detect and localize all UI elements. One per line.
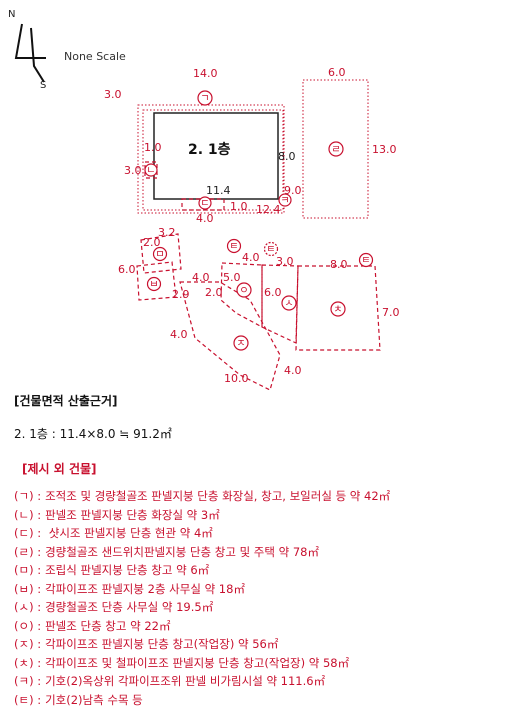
legend-item-text: 각파이프조 판넬지붕 2층 사무실 약 18㎡ (45, 582, 245, 596)
building-label: 2. 1층 (188, 142, 231, 158)
dim-b-left: 6.0 (118, 263, 136, 276)
dim-g-left: 3.0 (104, 88, 122, 101)
dim-g-side: 1.0 (144, 141, 162, 154)
dim-j-left: 4.0 (170, 328, 188, 341)
legend-item-key: (ㄷ) : (14, 526, 41, 540)
legend-item: (ㄷ) : 샷시조 판넬지붕 단층 현관 약 4㎡ (14, 524, 494, 543)
legend-item: (ㅂ) : 각파이프조 판넬지붕 2층 사무실 약 18㎡ (14, 580, 494, 599)
legend-item: (ㅈ) : 각파이프조 판넬지붕 단층 창고(작업장) 약 56㎡ (14, 635, 494, 654)
dim-j-bottom: 10.0 (224, 372, 249, 385)
marker-t-3-label: ㅌ (361, 256, 370, 267)
dim-j-top: 4.0 (192, 271, 210, 284)
legend-item-text: 각파이프조 및 철파이프조 판넬지붕 단층 창고(작업장) 약 58㎡ (45, 656, 349, 670)
legend-item-key: (ㄱ) : (14, 489, 41, 503)
scale-note: None Scale (64, 50, 126, 63)
legend-items: (ㄱ) : 조적조 및 경량철골조 판넬지붕 단층 화장실, 창고, 보일러실 등… (14, 487, 494, 709)
legend-heading-2: [제시 외 건물] (22, 460, 494, 477)
site-diagram: N S None Scale 14.0 3.0 1.0 ㄱ 2. 1층 11.4… (0, 0, 507, 390)
marker-b-label: ㅂ (149, 280, 158, 291)
legend-item-text: 판넬조 판넬지붕 단층 화장실 약 3㎡ (45, 508, 220, 522)
legend-item-key: (ㅁ) : (14, 563, 41, 577)
north-arrow-icon: N S (8, 9, 46, 91)
compass-south-label: S (40, 80, 46, 91)
dim-r-height: 13.0 (372, 143, 397, 156)
marker-ch-label: ㅊ (333, 305, 342, 316)
dim-m-left: 2.0 (143, 236, 161, 249)
building-height: 8.0 (278, 150, 296, 163)
marker-s-label: ㅅ (284, 299, 293, 310)
legend-item-text: 판넬조 단층 창고 약 22㎡ (45, 619, 170, 633)
dim-d-right: 1.0 (230, 200, 248, 213)
marker-j-lower-label: ㅈ (236, 339, 245, 350)
legend: [건물면적 산출근거] 2. 1층 : 11.4×8.0 ≒ 91.2㎡ [제시… (14, 392, 494, 709)
legend-item-key: (ㅈ) : (14, 637, 41, 651)
marker-k-label: ㅋ (280, 196, 289, 207)
marker-t-2-label: ㅌ (266, 245, 275, 256)
legend-item: (ㄱ) : 조적조 및 경량철골조 판넬지붕 단층 화장실, 창고, 보일러실 등… (14, 487, 494, 506)
legend-item: (ㅋ) : 기호(2)옥상위 각파이프조위 판넬 비가림시설 약 111.6㎡ (14, 672, 494, 691)
marker-r-label: ㄹ (331, 145, 340, 156)
legend-item-text: 기호(2)옥상위 각파이프조위 판넬 비가림시설 약 111.6㎡ (45, 674, 325, 688)
dim-o-left: 2.0 (205, 286, 223, 299)
dim-s-top: 3.0 (276, 255, 294, 268)
legend-item-text: 경량철골조 단층 사무실 약 19.5㎡ (45, 600, 213, 614)
legend-item-key: (ㄴ) : (14, 508, 41, 522)
marker-m-label: ㅁ (155, 250, 164, 261)
legend-item-text: 조립식 판넬지붕 단층 창고 약 6㎡ (45, 563, 209, 577)
compass-north-label: N (8, 9, 15, 20)
legend-item-key: (ㄹ) : (14, 545, 41, 559)
legend-item-text: 각파이프조 판넬지붕 단층 창고(작업장) 약 56㎡ (45, 637, 278, 651)
dim-s-left: 6.0 (264, 286, 282, 299)
legend-item-key: (ㅅ) : (14, 600, 41, 614)
dim-o-top: 5.0 (223, 271, 241, 284)
legend-item: (ㄴ) : 판넬조 판넬지붕 단층 화장실 약 3㎡ (14, 506, 494, 525)
dim-n-left: 3.0 (124, 164, 142, 177)
legend-item-text: 조적조 및 경량철골조 판넬지붕 단층 화장실, 창고, 보일러실 등 약 42… (45, 489, 390, 503)
legend-item: (ㅇ) : 판넬조 단층 창고 약 22㎡ (14, 617, 494, 636)
legend-heading: [건물면적 산출근거] (14, 392, 494, 409)
legend-item-text: 경량철골조 샌드위치판넬지붕 단층 창고 및 주택 약 78㎡ (45, 545, 319, 559)
area-calculation: 2. 1층 : 11.4×8.0 ≒ 91.2㎡ (14, 425, 494, 442)
marker-g-label: ㄱ (200, 94, 209, 105)
dim-ch-top: 8.0 (330, 258, 348, 271)
dim-b-right: 2.9 (172, 288, 190, 301)
building-width: 11.4 (206, 184, 231, 197)
marker-t-1-label: ㅌ (229, 242, 238, 253)
marker-o-label: ㅇ (239, 286, 248, 297)
dim-g-top: 14.0 (193, 67, 218, 80)
dim-d-width: 4.0 (196, 212, 214, 225)
legend-item: (ㅅ) : 경량철골조 단층 사무실 약 19.5㎡ (14, 598, 494, 617)
dim-j-right: 4.0 (284, 364, 302, 377)
legend-item-key: (ㅋ) : (14, 674, 41, 688)
legend-item: (ㄹ) : 경량철골조 샌드위치판넬지붕 단층 창고 및 주택 약 78㎡ (14, 543, 494, 562)
dim-s-top-left: 4.0 (242, 251, 260, 264)
marker-n-label: ㄴ (146, 166, 155, 177)
legend-item: (ㅁ) : 조립식 판넬지붕 단층 창고 약 6㎡ (14, 561, 494, 580)
legend-item-key: (ㅊ) : (14, 656, 41, 670)
legend-item-key: (ㅂ) : (14, 582, 41, 596)
dim-m-top: 3.2 (158, 226, 176, 239)
marker-d-label: ㄷ (200, 199, 209, 210)
dim-ch-right: 7.0 (382, 306, 400, 319)
legend-item: (ㅊ) : 각파이프조 및 철파이프조 판넬지붕 단층 창고(작업장) 약 58㎡ (14, 654, 494, 673)
legend-item-text: 샷시조 판넬지붕 단층 현관 약 4㎡ (45, 526, 213, 540)
dim-r-width: 6.0 (328, 66, 346, 79)
dim-k-width: 12.4 (256, 203, 281, 216)
legend-item-key: (ㅇ) : (14, 619, 41, 633)
